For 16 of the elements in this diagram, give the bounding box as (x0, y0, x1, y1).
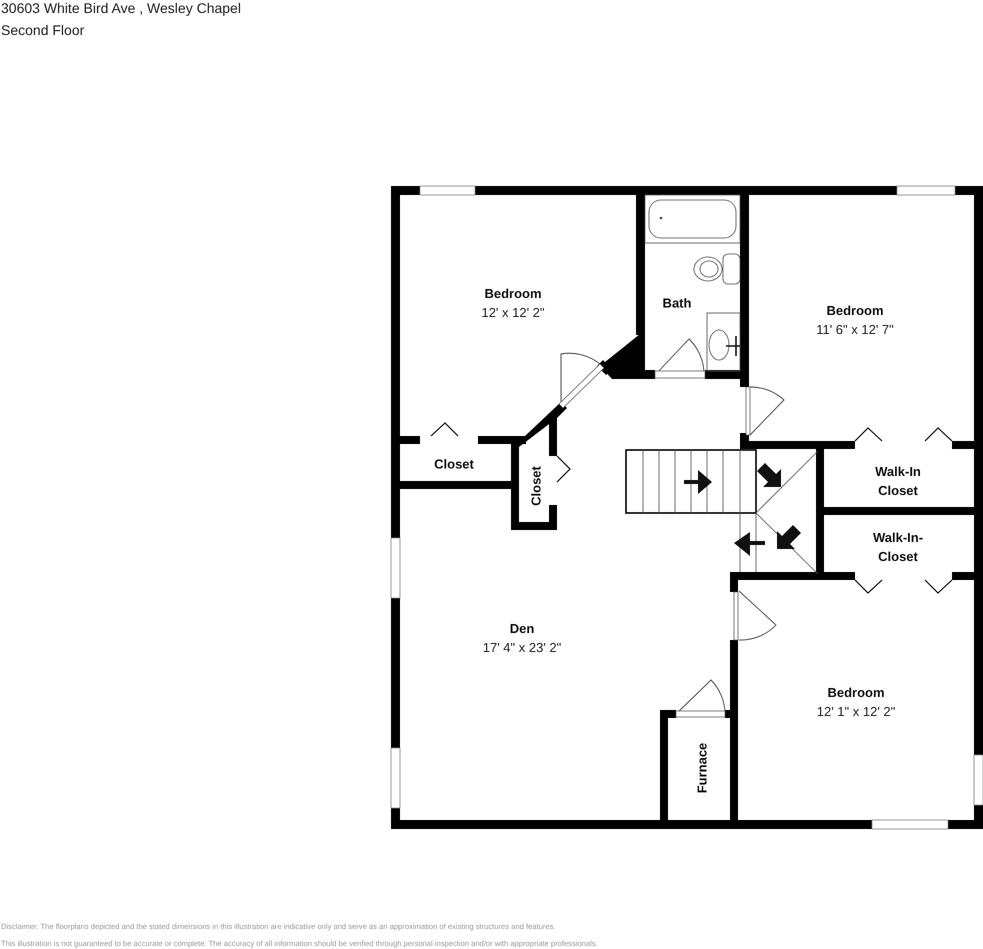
room-name: Bedroom (483, 285, 543, 303)
room-name: Den (508, 620, 536, 638)
room-name: Bath (662, 294, 692, 312)
room-name: Closet (434, 456, 474, 474)
room-dimensions: 12' 1" x 12' 2" (816, 703, 896, 721)
room-name: Bedroom (826, 684, 886, 702)
floor-label: Second Floor (1, 22, 84, 38)
room-dimensions: 11' 6" x 12' 7" (816, 321, 894, 339)
room-dimensions: 12' x 12' 2" (481, 304, 545, 322)
room-name: Walk-In Closet (874, 463, 922, 500)
room-name: Bedroom (825, 302, 885, 320)
room-name: Closet (528, 466, 544, 506)
room-name: Furnace (694, 742, 710, 794)
room-dimensions: 17' 4" x 23' 2" (482, 639, 562, 657)
room-name: Walk-In- Closet (872, 529, 924, 566)
address-title: 30603 White Bird Ave , Wesley Chapel (1, 0, 241, 16)
